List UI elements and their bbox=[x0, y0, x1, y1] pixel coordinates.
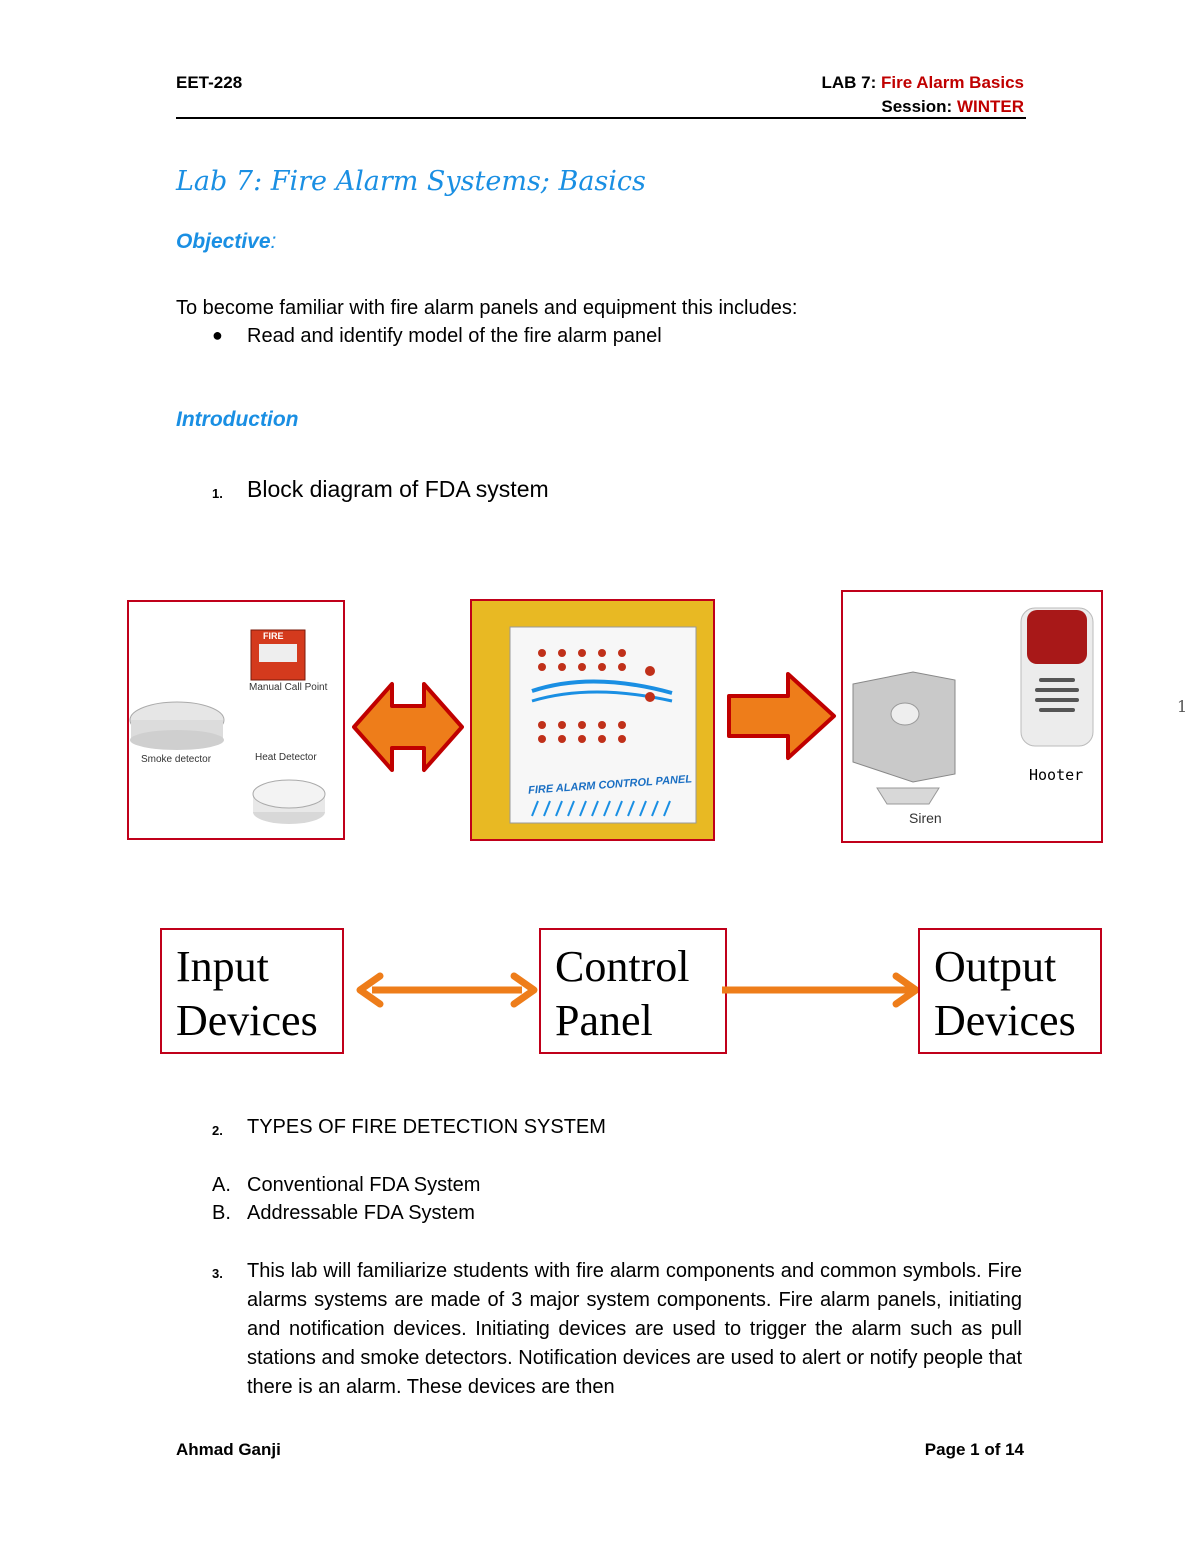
type-b-text: Addressable FDA System bbox=[247, 1202, 475, 1224]
right-arrow-icon bbox=[727, 672, 836, 760]
manual-call-point-label: Manual Call Point bbox=[249, 682, 328, 693]
fire-sign-label: FIRE bbox=[263, 631, 284, 641]
control-line-2: Panel bbox=[555, 996, 653, 1045]
manual-call-point-glass bbox=[259, 644, 297, 662]
footer-page-number: Page 1 of 14 bbox=[924, 1440, 1024, 1459]
introduction-heading: Introduction bbox=[176, 408, 299, 431]
smoke-detector-bottom bbox=[130, 730, 224, 750]
course-code: EET-228 bbox=[176, 73, 243, 92]
siren-mount bbox=[876, 787, 940, 805]
hooter-label: Hooter bbox=[1029, 766, 1084, 784]
item3-number: 3. bbox=[212, 1266, 223, 1281]
hooter-light bbox=[1027, 610, 1087, 664]
item1-number: 1. bbox=[212, 486, 223, 501]
type-b-label: B. bbox=[212, 1202, 231, 1224]
panel-hatch bbox=[531, 800, 671, 817]
type-a-text: Conventional FDA System bbox=[247, 1174, 481, 1196]
footer-author: Ahmad Ganji bbox=[176, 1440, 281, 1459]
control-line-1: Control bbox=[555, 942, 690, 991]
control-panel-illustration bbox=[509, 626, 697, 824]
output-devices-box: Output Devices bbox=[918, 928, 1102, 1054]
control-panel-box: Control Panel bbox=[539, 928, 727, 1054]
smoke-detector-label: Smoke detector bbox=[141, 754, 212, 765]
page-title: Lab 7: Fire Alarm Systems; Basics bbox=[176, 166, 646, 197]
header-rule bbox=[176, 117, 1026, 119]
types-heading: TYPES OF FIRE DETECTION SYSTEM bbox=[247, 1116, 606, 1138]
session-header: Session: WINTER bbox=[881, 97, 1024, 117]
item3-paragraph: This lab will familiarize students with … bbox=[247, 1260, 1022, 1398]
panel-stripe-1 bbox=[531, 679, 673, 695]
input-devices-box: Input Devices bbox=[160, 928, 344, 1054]
siren-horn bbox=[852, 671, 956, 783]
objective-bullet-1: Read and identify model of the fire alar… bbox=[247, 325, 662, 347]
control-panel-image: FIRE ALARM CONTROL PANEL bbox=[470, 599, 715, 841]
objective-colon: : bbox=[270, 230, 277, 253]
input-line-1: Input bbox=[176, 942, 269, 991]
side-page-mark: 1 bbox=[1177, 697, 1188, 716]
objective-intro: To become familiar with fire alarm panel… bbox=[176, 297, 798, 319]
lab-header: LAB 7: Fire Alarm Basics bbox=[822, 73, 1025, 93]
item2-number: 2. bbox=[212, 1123, 223, 1138]
bullet-icon: ● bbox=[212, 325, 223, 345]
output-devices-illustration bbox=[852, 607, 1094, 805]
panel-indicator-lights bbox=[538, 649, 655, 743]
lab-prefix: LAB 7: bbox=[821, 73, 881, 92]
siren-speaker bbox=[890, 702, 920, 726]
hooter-grille bbox=[1035, 678, 1079, 712]
right-connector-arrow bbox=[722, 972, 920, 1008]
session-prefix: Session: bbox=[881, 97, 957, 116]
bidirectional-arrow-icon bbox=[352, 682, 464, 772]
siren-label: Siren bbox=[909, 810, 942, 826]
lab-name: Fire Alarm Basics bbox=[881, 73, 1024, 92]
session-name: WINTER bbox=[956, 97, 1024, 116]
output-line-1: Output bbox=[934, 942, 1057, 991]
input-devices-image: FIRE Manual Call Point Smoke detector He… bbox=[127, 600, 345, 840]
input-line-2: Devices bbox=[176, 996, 318, 1045]
output-line-2: Devices bbox=[934, 996, 1076, 1045]
heat-detector-top bbox=[252, 779, 326, 809]
bidirectional-connector-arrow bbox=[356, 972, 538, 1008]
item1-text: Block diagram of FDA system bbox=[247, 476, 549, 502]
type-a-label: A. bbox=[212, 1174, 231, 1196]
output-devices-image: Siren Hooter bbox=[841, 590, 1103, 843]
heat-detector-label: Heat Detector bbox=[255, 752, 317, 763]
input-devices-illustration bbox=[129, 629, 326, 824]
objective-heading: Objective bbox=[176, 230, 271, 253]
objective-heading-wrap: Objective: bbox=[176, 230, 276, 254]
